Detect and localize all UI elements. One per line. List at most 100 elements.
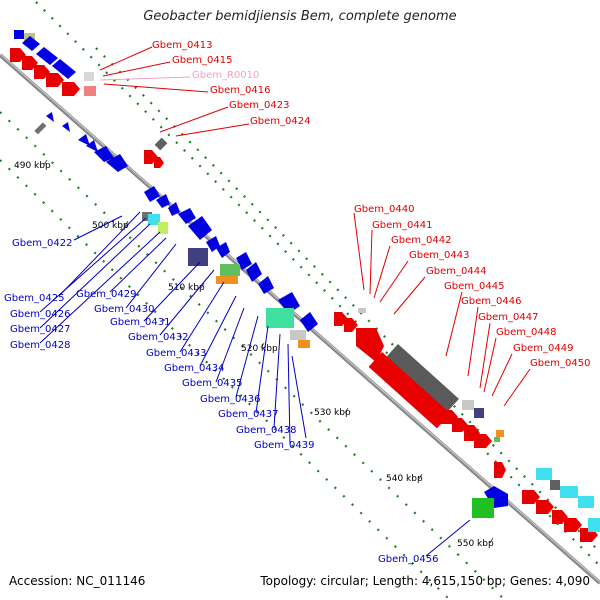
gene-label-gbem-0413[interactable]: Gbem_0413 xyxy=(152,40,212,51)
gene-label-gbem-0442[interactable]: Gbem_0442 xyxy=(391,235,451,246)
gene-forward xyxy=(522,490,540,504)
scale-label: 490 kbp xyxy=(14,161,51,171)
gene-label-gbem-0434[interactable]: Gbem_0434 xyxy=(164,363,224,374)
gene-other xyxy=(474,408,484,418)
gene-other xyxy=(148,214,160,225)
gene-other xyxy=(142,212,152,221)
gene-reverse xyxy=(46,112,54,122)
gene-reverse xyxy=(246,262,262,282)
gene-reverse xyxy=(94,146,114,162)
gene-label-gbem-0447[interactable]: Gbem_0447 xyxy=(478,312,538,323)
gene-other xyxy=(298,340,310,348)
gene-label-gbem-0446[interactable]: Gbem_0446 xyxy=(461,296,521,307)
gene-label-gbem-0431[interactable]: Gbem_0431 xyxy=(110,317,170,328)
gene-label-gbem-0423[interactable]: Gbem_0423 xyxy=(229,100,289,111)
scale-label: 540 kbp xyxy=(386,474,423,484)
gene-reverse xyxy=(258,276,274,294)
gene-label-gbem-0429[interactable]: Gbem_0429 xyxy=(76,289,136,300)
gene-other xyxy=(188,248,208,266)
gene-label-gbem-0422[interactable]: Gbem_0422 xyxy=(12,238,72,249)
gene-other xyxy=(216,276,238,284)
gene-other xyxy=(220,264,240,276)
gene-label-gbem-0443[interactable]: Gbem_0443 xyxy=(409,250,469,261)
bottom-label-leaders xyxy=(39,211,471,557)
gene-other xyxy=(290,330,306,340)
scale-label: 500 kbp xyxy=(92,221,129,231)
gene-other xyxy=(550,480,560,490)
gene-reverse xyxy=(188,216,212,240)
scale-label: 530 kbp xyxy=(314,408,351,418)
gene-rna xyxy=(84,72,94,81)
gene-reverse xyxy=(52,59,76,79)
gene-label-gbem-0439[interactable]: Gbem_0439 xyxy=(254,440,314,451)
gene-reverse xyxy=(216,242,230,258)
gene-label-gbem-0428[interactable]: Gbem_0428 xyxy=(10,340,70,351)
topology-text: Topology: circular; Length: 4,615,150 bp… xyxy=(260,574,590,588)
scale-ticks xyxy=(43,159,494,544)
gene-reverse xyxy=(86,140,98,152)
map-title: Geobacter bemidjiensis Bem, complete gen… xyxy=(143,9,457,24)
gene-label-gbem-0444[interactable]: Gbem_0444 xyxy=(426,266,486,277)
gene-reverse xyxy=(144,186,160,202)
gene-forward xyxy=(536,500,554,514)
gene-label-gbem-0450[interactable]: Gbem_0450 xyxy=(530,358,590,369)
gene-reverse xyxy=(484,486,508,508)
gene-reverse xyxy=(22,36,40,51)
gene-other xyxy=(588,518,600,532)
gene-label-gbem-0427[interactable]: Gbem_0427 xyxy=(10,324,70,335)
gene-label-gbem-0436[interactable]: Gbem_0436 xyxy=(200,394,260,405)
gene-label-gbem-0456[interactable]: Gbem_0456 xyxy=(378,554,438,565)
gene-reverse xyxy=(300,312,318,332)
gene-other xyxy=(385,343,459,413)
gene-label-gbem-0425[interactable]: Gbem_0425 xyxy=(4,293,64,304)
gene-forward xyxy=(46,73,64,87)
gene-forward xyxy=(344,318,358,332)
gene-other xyxy=(494,437,500,442)
gene-label-gbem-0415[interactable]: Gbem_0415 xyxy=(172,55,232,66)
gene-other xyxy=(472,498,494,518)
gene-label-gbem-0449[interactable]: Gbem_0449 xyxy=(513,343,573,354)
gene-label-gbem-0416[interactable]: Gbem_0416 xyxy=(210,85,270,96)
gene-label-gbem-0445[interactable]: Gbem_0445 xyxy=(444,281,504,292)
scale-label: 520 kbp xyxy=(241,344,278,354)
gc-track-outer xyxy=(35,1,600,567)
gene-label-gbem-0433[interactable]: Gbem_0433 xyxy=(146,348,206,359)
gene-forward xyxy=(62,82,80,96)
gene-label-gbem-0448[interactable]: Gbem_0448 xyxy=(496,327,556,338)
gene-label-gbem-0441[interactable]: Gbem_0441 xyxy=(372,220,432,231)
gene-reverse xyxy=(78,134,90,146)
gene-other xyxy=(158,222,168,234)
gene-other xyxy=(266,308,294,328)
gene-forward xyxy=(494,462,506,478)
gene-other xyxy=(34,122,47,135)
gene-other xyxy=(578,496,594,508)
gene-other xyxy=(462,400,474,410)
gene-other xyxy=(358,308,366,313)
gene-label-gbem-0435[interactable]: Gbem_0435 xyxy=(182,378,242,389)
gene-forward xyxy=(474,434,492,448)
gene-label-gbem-0437[interactable]: Gbem_0437 xyxy=(218,409,278,420)
gene-label-gbem-0438[interactable]: Gbem_0438 xyxy=(236,425,296,436)
gene-reverse xyxy=(156,194,170,208)
gc-track-inner xyxy=(0,111,506,600)
gene-other xyxy=(560,486,578,498)
gene-other xyxy=(536,468,552,480)
gene-reverse xyxy=(36,47,58,65)
gene-label-gbem-0430[interactable]: Gbem_0430 xyxy=(94,304,154,315)
gene-forward-long xyxy=(368,352,451,429)
gene-other xyxy=(496,430,504,437)
gene-label-gbem-0432[interactable]: Gbem_0432 xyxy=(128,332,188,343)
gene-label-gbem-r0010[interactable]: Gbem_R0010 xyxy=(192,70,259,81)
gene-label-gbem-0440[interactable]: Gbem_0440 xyxy=(354,204,414,215)
scale-label: 550 kbp xyxy=(457,539,494,549)
gene-reverse xyxy=(168,202,180,216)
gene-label-gbem-0426[interactable]: Gbem_0426 xyxy=(10,309,70,320)
top-label-leaders xyxy=(99,46,531,407)
accession-text: Accession: NC_011146 xyxy=(9,574,146,588)
gene-reverse xyxy=(278,292,300,314)
gene-pseudo xyxy=(84,86,96,96)
reverse-strand-genes xyxy=(14,30,508,518)
gene-forward xyxy=(564,518,582,532)
gene-label-gbem-0424[interactable]: Gbem_0424 xyxy=(250,116,310,127)
